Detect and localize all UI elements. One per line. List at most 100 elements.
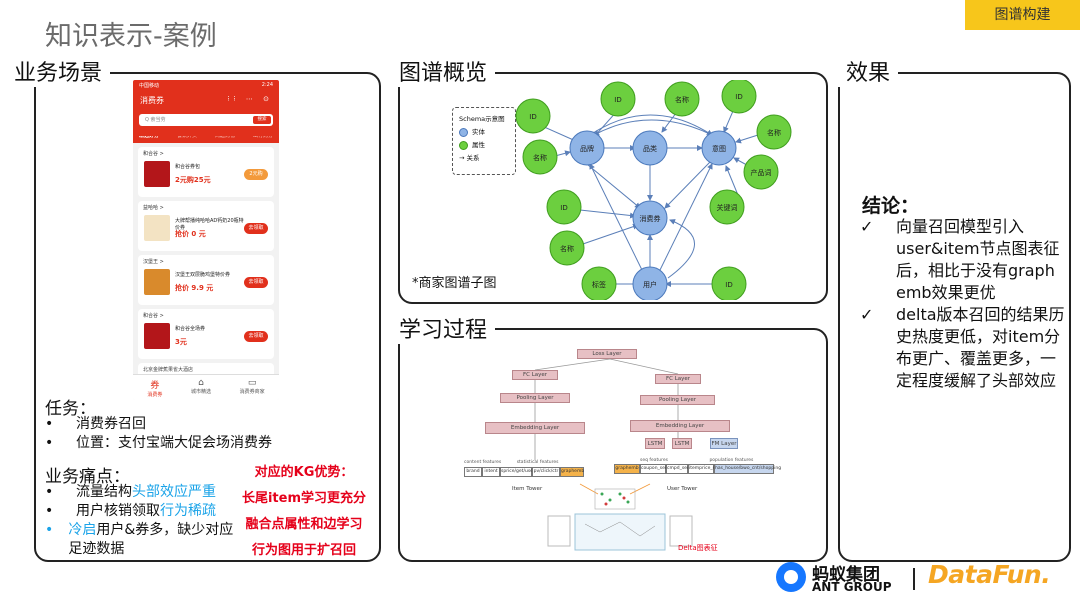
task-label: 任务：	[45, 399, 96, 419]
delta-caption: Delta图表征	[678, 544, 718, 552]
svg-text:用户: 用户	[643, 280, 657, 289]
svg-text:产品词: 产品词	[751, 168, 772, 177]
list-item: •流量结构头部效应严重	[45, 484, 216, 500]
store-icon: ▭	[247, 378, 257, 388]
svg-text:关键词: 关键词	[717, 203, 738, 212]
status-time: 2:24	[261, 82, 273, 88]
buy-button[interactable]: 2元购	[244, 169, 268, 180]
fc-layer-user: FC Layer	[655, 374, 701, 384]
user-tower-label: User Tower	[667, 486, 698, 492]
building-icon: ⌂	[198, 378, 204, 388]
logo-divider	[913, 568, 915, 590]
attribute-legend-dot	[459, 140, 468, 150]
phone-bottom-nav: 券消费券 ⌂城市精选 ▭消费券商家	[133, 374, 279, 400]
coupon-image	[144, 269, 170, 295]
svg-text:品牌: 品牌	[580, 144, 594, 153]
status-carrier: 中国移动	[139, 83, 160, 89]
check-icon: ✓	[860, 305, 874, 324]
svg-text:名称: 名称	[560, 244, 574, 253]
feature-itemprice-seq: itemprice_seq	[688, 464, 721, 474]
svg-text:ID: ID	[614, 96, 621, 104]
svg-text:ID: ID	[529, 113, 536, 121]
claim-button[interactable]: 去领取	[244, 223, 268, 234]
coupon-image	[144, 161, 170, 187]
nav-city[interactable]: ⌂城市精选	[190, 378, 211, 395]
list-item: •冷启用户&券多，缺少对应足迹数据	[45, 522, 234, 557]
feature-price: sprice/get/use	[500, 467, 533, 477]
feature-coupon-seq: coupon_seq	[640, 464, 668, 474]
list-item: •消费券召回	[45, 416, 146, 432]
coupon-card[interactable]: 益哈哈 > 大牌帮播纯哈哈AD钙奶20瓶特价券 抢价 0 元 去领取	[138, 201, 274, 251]
check-icon: ✓	[860, 217, 874, 236]
learning-title: 学习过程	[391, 318, 496, 344]
coupon-card[interactable]: 和合谷 > 和合谷券包 2元购25元 2元购	[138, 147, 274, 197]
phone-screenshot: 中国移动 2:24 消费券 ⁝⁝ ⋯ ⊙ Q 索当劳 搜索 精选好券 餐饮外卖 …	[133, 80, 279, 400]
list-item: ✓delta版本召回的结果历史热度更低，对item分布更广、覆盖更多，一定程度缓…	[860, 305, 1065, 390]
list-item: •用户核销领取行为稀疏	[45, 503, 216, 519]
coupon-icon: 券	[150, 381, 160, 391]
phone-tab[interactable]: 精选好券	[139, 133, 160, 139]
svg-text:标签: 标签	[592, 280, 606, 289]
section-tag: 图谱构建	[965, 0, 1080, 30]
phone-search-input[interactable]: Q 索当劳 搜索	[139, 114, 273, 126]
task-list: •消费券召回 •位置：支付宝端大促会场消费券	[45, 415, 272, 453]
entity-legend-dot	[459, 127, 468, 137]
svg-text:意图: 意图	[712, 144, 726, 153]
business-title: 业务场景	[6, 61, 111, 87]
phone-tab[interactable]: 餐饮外卖	[176, 133, 197, 139]
embedding-layer-item: Embedding Layer	[485, 422, 585, 434]
phone-tabs: 精选好券 餐饮外卖 商超购物 出行购券	[133, 132, 279, 143]
learning-connectors	[534, 358, 679, 460]
claim-button[interactable]: 去领取	[244, 331, 268, 342]
feature-ctr: pv/click/ctr	[532, 467, 560, 477]
svg-text:名称: 名称	[675, 95, 689, 104]
effect-panel	[838, 72, 1071, 562]
feature-intent: intent	[482, 467, 500, 477]
conclusion-list: ✓向量召回模型引入user&item节点图表征后，相比于没有graph emb效…	[860, 216, 1070, 392]
coupon-card[interactable]: 汉堡王 > 汉堡王双层脆鸡堡特价券 抢价 9.9 元 去领取	[138, 255, 274, 305]
schema-legend: Schema示意图 实体 属性 → 关系	[452, 107, 516, 175]
lstm-box: LSTM	[645, 438, 665, 449]
list-item: ✓向量召回模型引入user&item节点图表征后，相比于没有graph emb效…	[860, 217, 1060, 302]
effect-title: 效果	[838, 61, 899, 87]
loss-layer: Loss Layer	[577, 349, 637, 359]
feature-brand: brand	[464, 467, 482, 477]
business-panel	[34, 72, 381, 562]
conclusion-label: 结论：	[862, 195, 920, 217]
lstm-box: LSTM	[672, 438, 692, 449]
embedding-layer-user: Embedding Layer	[630, 420, 730, 432]
svg-text:ID: ID	[725, 281, 732, 289]
phone-tab[interactable]: 出行购券	[252, 133, 273, 139]
phone-tab[interactable]: 商超购物	[214, 133, 235, 139]
phone-header: 中国移动 2:24 消费券 ⁝⁝ ⋯ ⊙ Q 索当劳 搜索	[133, 80, 279, 136]
nav-merchants[interactable]: ▭消费券商家	[239, 378, 265, 395]
list-item[interactable]: 北京金牌蕉果雀大酒店	[138, 363, 274, 377]
graph-embedding-diagram	[547, 483, 693, 551]
learning-panel	[398, 328, 828, 562]
feature-cmpd-seq: cmpd_seq	[666, 464, 690, 474]
pooling-layer-user: Pooling Layer	[640, 395, 715, 405]
phone-search-button[interactable]: 搜索	[253, 116, 271, 124]
nav-coupons[interactable]: 券消费券	[147, 378, 162, 400]
svg-text:消费券: 消费券	[640, 214, 661, 223]
item-tower-label: Item Tower	[512, 486, 543, 492]
claim-button[interactable]: 去领取	[244, 277, 268, 288]
graph-title: 图谱概览	[391, 61, 496, 87]
svg-text:ID: ID	[735, 93, 742, 101]
coupon-image	[144, 323, 170, 349]
list-item: •位置：支付宝端大促会场消费券	[45, 435, 272, 451]
ant-logo-icon	[776, 562, 806, 592]
fm-layer: FM Layer	[710, 438, 738, 449]
phone-title: 消费券	[140, 96, 164, 105]
arrow-icon: →	[459, 154, 467, 162]
datafun-logo: DataFun.	[928, 560, 1051, 589]
fc-layer-item: FC Layer	[512, 370, 558, 380]
svg-text:名称: 名称	[767, 128, 781, 137]
pain-label: 业务痛点：	[45, 467, 130, 487]
coupon-card[interactable]: 和合谷 > 和合谷全场券 3元 去领取	[138, 309, 274, 359]
graph-node-id	[515, 98, 551, 134]
pain-list: •流量结构头部效应严重 •用户核销领取行为稀疏 •冷启用户&券多，缺少对应足迹数…	[45, 483, 235, 559]
graph-panel	[398, 72, 828, 304]
kg-advantages: 对应的KG优势： 长尾item学习更充分 融合点属性和边学习 行为图用于扩召回	[241, 465, 367, 558]
phone-menu-icons[interactable]: ⁝⁝ ⋯ ⊙	[227, 95, 273, 103]
